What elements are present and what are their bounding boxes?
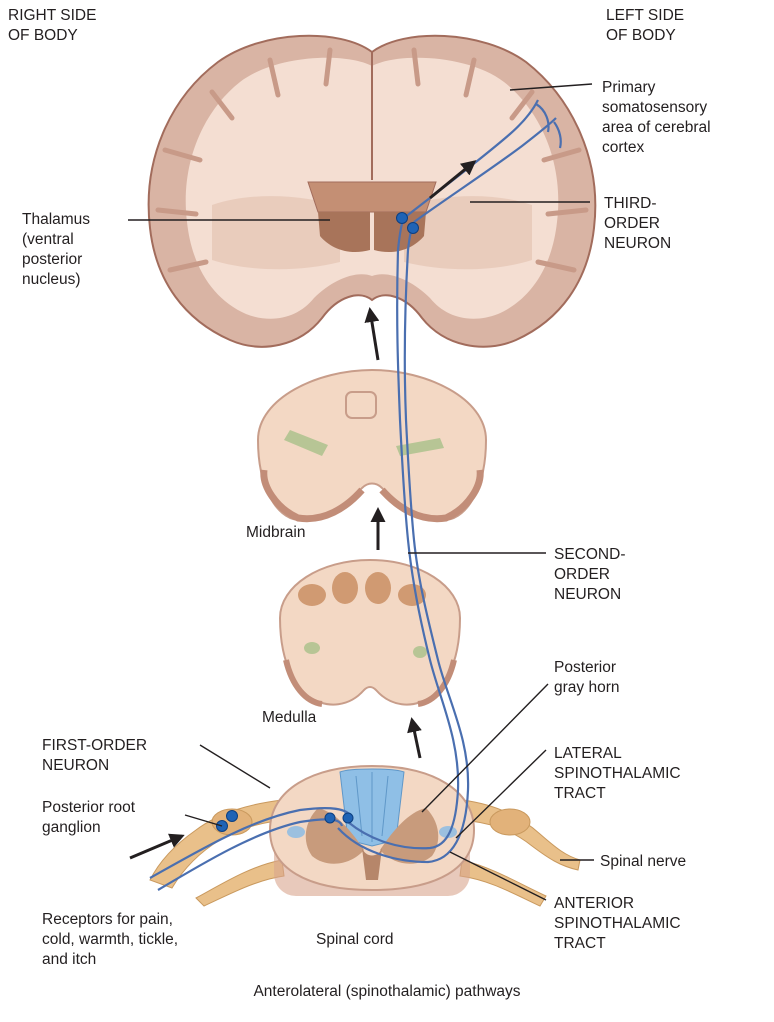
posterior-gray-horn-label: Posterior gray horn	[554, 658, 619, 698]
lateral-spinothalamic-tract-label: LATERAL SPINOTHALAMIC TRACT	[554, 744, 681, 804]
medulla-section	[280, 560, 460, 705]
primary-somatosensory-cortex-label: Primary somatosensory area of cerebral c…	[602, 78, 711, 158]
second-order-neuron-label: SECOND- ORDER NEURON	[554, 545, 625, 605]
first-order-neuron-label: FIRST-ORDER NEURON	[42, 736, 147, 776]
medulla-label: Medulla	[262, 708, 316, 728]
cerebrum	[149, 36, 596, 347]
receptors-label: Receptors for pain, cold, warmth, tickle…	[42, 910, 178, 970]
figure-caption: Anterolateral (spinothalamic) pathways	[0, 983, 774, 1001]
third-order-neuron-label: THIRD- ORDER NEURON	[604, 194, 671, 254]
anterior-spinothalamic-tract-label: ANTERIOR SPINOTHALAMIC TRACT	[554, 894, 681, 954]
left-side-of-body-label: LEFT SIDE OF BODY	[606, 6, 684, 46]
spinal-cord-section	[270, 766, 474, 896]
spinal-nerve-label: Spinal nerve	[600, 852, 686, 872]
midbrain-section	[258, 370, 486, 520]
posterior-root-ganglion-label: Posterior root ganglion	[42, 798, 135, 838]
thalamus-label: Thalamus (ventral posterior nucleus)	[22, 210, 90, 290]
spinal-cord-label: Spinal cord	[316, 930, 394, 950]
right-side-of-body-label: RIGHT SIDE OF BODY	[8, 6, 96, 46]
midbrain-label: Midbrain	[246, 523, 305, 543]
